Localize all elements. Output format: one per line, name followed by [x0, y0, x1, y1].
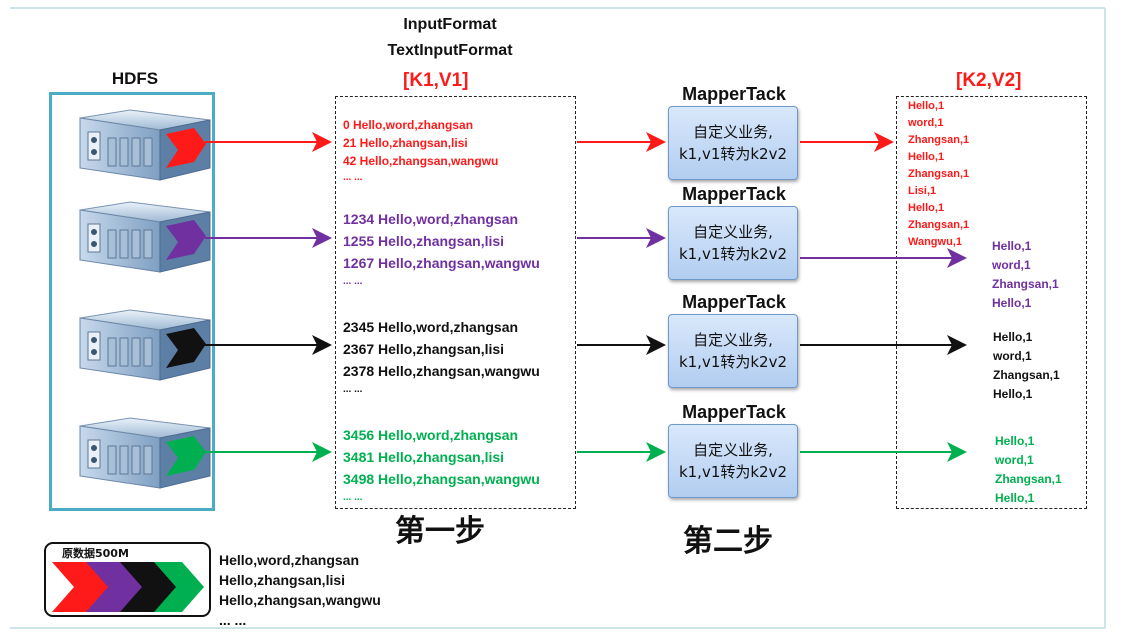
legend-lines: Hello,word,zhangsan Hello,zhangsan,lisi … [219, 550, 381, 630]
hdfs-label: HDFS [111, 69, 159, 88]
mapper-task-box: 自定义业务, k1,v1转为k2v2 [668, 206, 798, 280]
output-kv: Hello,1 [908, 100, 945, 112]
mapper-line-2: k1,v1转为k2v2 [678, 145, 788, 163]
output-kv: Zhangsan,1 [908, 168, 970, 180]
input-record: 3498 Hello,zhangsan,wangwu [343, 471, 540, 487]
output-kv: Zhangsan,1 [908, 134, 970, 146]
input-record: 3481 Hello,zhangsan,lisi [343, 449, 505, 465]
legend-chevrons [52, 562, 204, 612]
input-record: 2345 Hello,word,zhangsan [343, 319, 519, 335]
output-kv: Hello,1 [995, 434, 1035, 448]
output-kv: Zhangsan,1 [993, 368, 1060, 382]
k1v1-label: [K1,V1] [403, 70, 469, 91]
mapper-line-2: k1,v1转为k2v2 [678, 353, 788, 371]
legend-title: 原数据500M [62, 547, 129, 560]
output-kv: word,1 [908, 117, 944, 129]
mapper-line-1: 自定义业务, [693, 441, 773, 459]
output-kv: Zhangsan,1 [908, 219, 970, 231]
output-kv: Wangwu,1 [908, 236, 962, 248]
input-record-group: 2345 Hello,word,zhangsan 2367 Hello,zhang… [343, 316, 540, 398]
input-record: 0 Hello,word,zhangsan [343, 118, 474, 132]
output-kv: Zhangsan,1 [992, 277, 1059, 291]
input-format-label: InputFormat [403, 16, 497, 33]
input-record: 1234 Hello,word,zhangsan [343, 211, 519, 227]
mapper-title: MapperTack [682, 402, 786, 422]
hdfs-server-icon [79, 109, 211, 181]
mapper-task-box: 自定义业务, k1,v1转为k2v2 [668, 106, 798, 180]
input-record: 2378 Hello,zhangsan,wangwu [343, 363, 540, 379]
input-record-group: 0 Hello,word,zhangsan 21 Hello,zhangsan,l… [343, 116, 498, 186]
output-kv: Lisi,1 [908, 185, 937, 197]
legend-ellipsis: ... ... [219, 612, 247, 628]
legend-line: Hello,word,zhangsan [219, 552, 360, 568]
mapper-line-1: 自定义业务, [693, 123, 773, 141]
mapper-line-1: 自定义业务, [693, 331, 773, 349]
output-kv: Zhangsan,1 [995, 472, 1062, 486]
mapper-title: MapperTack [682, 184, 786, 204]
legend-line: Hello,zhangsan,lisi [219, 572, 346, 588]
input-record: 3456 Hello,word,zhangsan [343, 427, 519, 443]
input-record: 2367 Hello,zhangsan,lisi [343, 341, 505, 357]
text-input-format-label: TextInputFormat [387, 42, 513, 59]
output-kv: Hello,1 [908, 202, 945, 214]
k1v1-box [335, 96, 576, 509]
output-kv: word,1 [995, 453, 1034, 467]
mapper-line-2: k1,v1转为k2v2 [678, 463, 788, 481]
input-record: 42 Hello,zhangsan,wangwu [343, 154, 499, 168]
legend-box [44, 542, 211, 617]
legend-line: Hello,zhangsan,wangwu [219, 592, 381, 608]
mapper-task-box: 自定义业务, k1,v1转为k2v2 [668, 424, 798, 498]
input-record: 21 Hello,zhangsan,lisi [343, 136, 468, 150]
chevron-green-icon [154, 562, 204, 612]
output-kv: word,1 [992, 258, 1031, 272]
input-record-group: 1234 Hello,word,zhangsan 1255 Hello,zhang… [343, 208, 540, 290]
input-ellipsis: ... ... [343, 276, 363, 287]
output-kv: Hello,1 [992, 296, 1032, 310]
hdfs-container [49, 92, 215, 511]
input-record: 1255 Hello,zhangsan,lisi [343, 233, 505, 249]
hdfs-server-icon [79, 309, 211, 381]
output-kv: Hello,1 [908, 151, 945, 163]
step-one-label: 第一步 [395, 514, 485, 549]
mapper-line-2: k1,v1转为k2v2 [678, 245, 788, 263]
output-kv: Hello,1 [993, 330, 1033, 344]
k2v2-box [896, 96, 1087, 509]
step-two-label: 第二步 [683, 524, 773, 559]
input-record: 1267 Hello,zhangsan,wangwu [343, 255, 540, 271]
mapper-title: MapperTack [682, 292, 786, 312]
hdfs-server-icon [79, 201, 211, 273]
mapper-title: MapperTack [682, 84, 786, 104]
mapper-line-1: 自定义业务, [693, 223, 773, 241]
input-record-group: 3456 Hello,word,zhangsan 3481 Hello,zhang… [343, 424, 540, 506]
output-kv: Hello,1 [992, 239, 1032, 253]
input-ellipsis: ... ... [343, 172, 363, 183]
output-kv: Hello,1 [995, 491, 1035, 505]
input-ellipsis: ... ... [343, 384, 363, 395]
output-kv: word,1 [993, 349, 1032, 363]
mapper-task-box: 自定义业务, k1,v1转为k2v2 [668, 314, 798, 388]
hdfs-server-icon [79, 417, 211, 489]
k2v2-label: [K2,V2] [956, 70, 1022, 91]
output-kv: Hello,1 [993, 387, 1033, 401]
input-ellipsis: ... ... [343, 492, 363, 503]
